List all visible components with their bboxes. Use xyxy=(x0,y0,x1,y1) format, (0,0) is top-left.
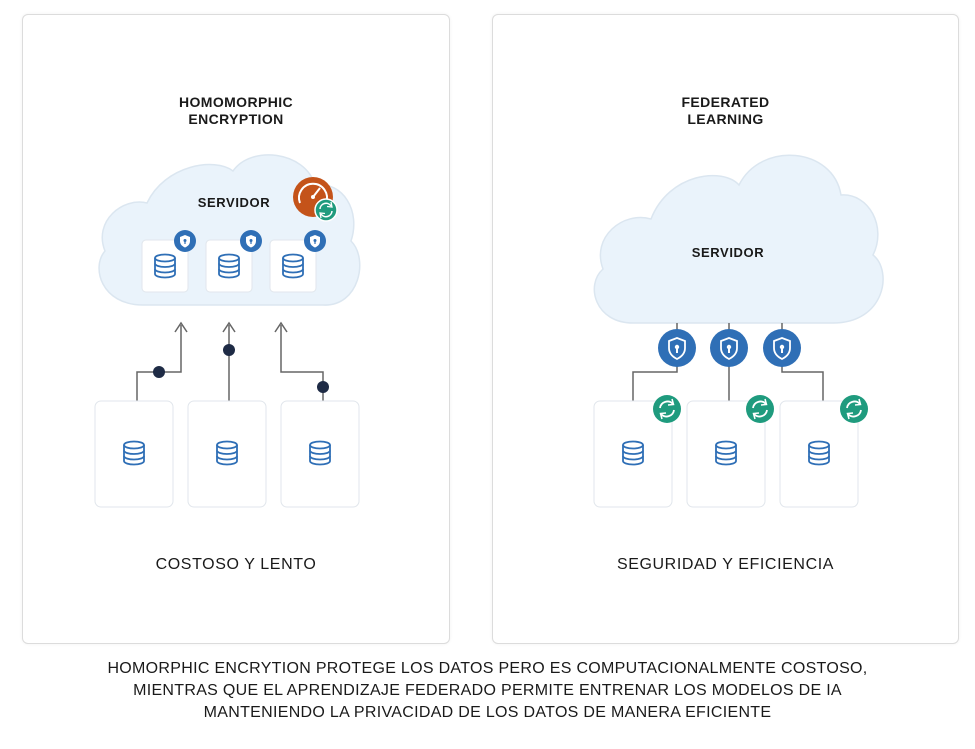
server-db-card xyxy=(141,230,196,293)
server-label: SERVIDOR xyxy=(691,245,765,260)
cloud-shape xyxy=(593,154,884,324)
panel-footer: SEGURIDAD Y EFICIENCIA xyxy=(616,556,835,573)
encrypted-data-dots xyxy=(153,344,329,393)
title-line: LEARNING xyxy=(687,111,764,127)
client-db-card xyxy=(280,400,360,508)
shield-lock-icon xyxy=(709,328,749,368)
federated-learning-panel: FEDERATED LEARNING SERVIDOR SEGURIDAD Y … xyxy=(492,14,959,644)
sync-icon xyxy=(314,198,338,222)
shield-lock-icon xyxy=(657,328,697,368)
sync-icon xyxy=(839,394,869,424)
federated-diagram xyxy=(593,154,884,508)
caption-line: HOMORPHIC ENCRYTION PROTEGE LOS DATOS PE… xyxy=(107,660,868,677)
shield-lock-icon xyxy=(762,328,802,368)
title-line: ENCRYPTION xyxy=(188,111,284,127)
server-db-card xyxy=(269,230,326,293)
shield-lock-icon xyxy=(304,230,326,252)
panel-footer: COSTOSO Y LENTO xyxy=(155,556,317,573)
title-line: FEDERATED xyxy=(681,94,770,110)
shield-lock-icon xyxy=(240,230,262,252)
server-label: SERVIDOR xyxy=(197,195,271,210)
caption: HOMORPHIC ENCRYTION PROTEGE LOS DATOS PE… xyxy=(0,658,975,724)
sync-icon xyxy=(652,394,682,424)
client-db-card xyxy=(686,394,775,508)
client-db-card xyxy=(187,400,267,508)
client-db-card xyxy=(94,400,174,508)
client-db-card xyxy=(593,394,682,508)
caption-line: MANTENIENDO LA PRIVACIDAD DE LOS DATOS D… xyxy=(203,704,772,721)
panel-title: FEDERATED LEARNING xyxy=(493,94,958,128)
sync-icon xyxy=(745,394,775,424)
server-db-card xyxy=(205,230,262,293)
homomorphic-encryption-panel: HOMOMORPHIC ENCRYPTION SERVIDOR COSTOSO … xyxy=(22,14,450,644)
title-line: HOMOMORPHIC xyxy=(178,94,294,110)
upload-connectors xyxy=(136,321,324,401)
caption-line: MIENTRAS QUE EL APRENDIZAJE FEDERADO PER… xyxy=(133,682,842,699)
homomorphic-diagram xyxy=(94,154,361,508)
client-db-card xyxy=(779,394,869,508)
shield-lock-icon xyxy=(174,230,196,252)
panel-title: HOMOMORPHIC ENCRYPTION xyxy=(23,94,449,128)
